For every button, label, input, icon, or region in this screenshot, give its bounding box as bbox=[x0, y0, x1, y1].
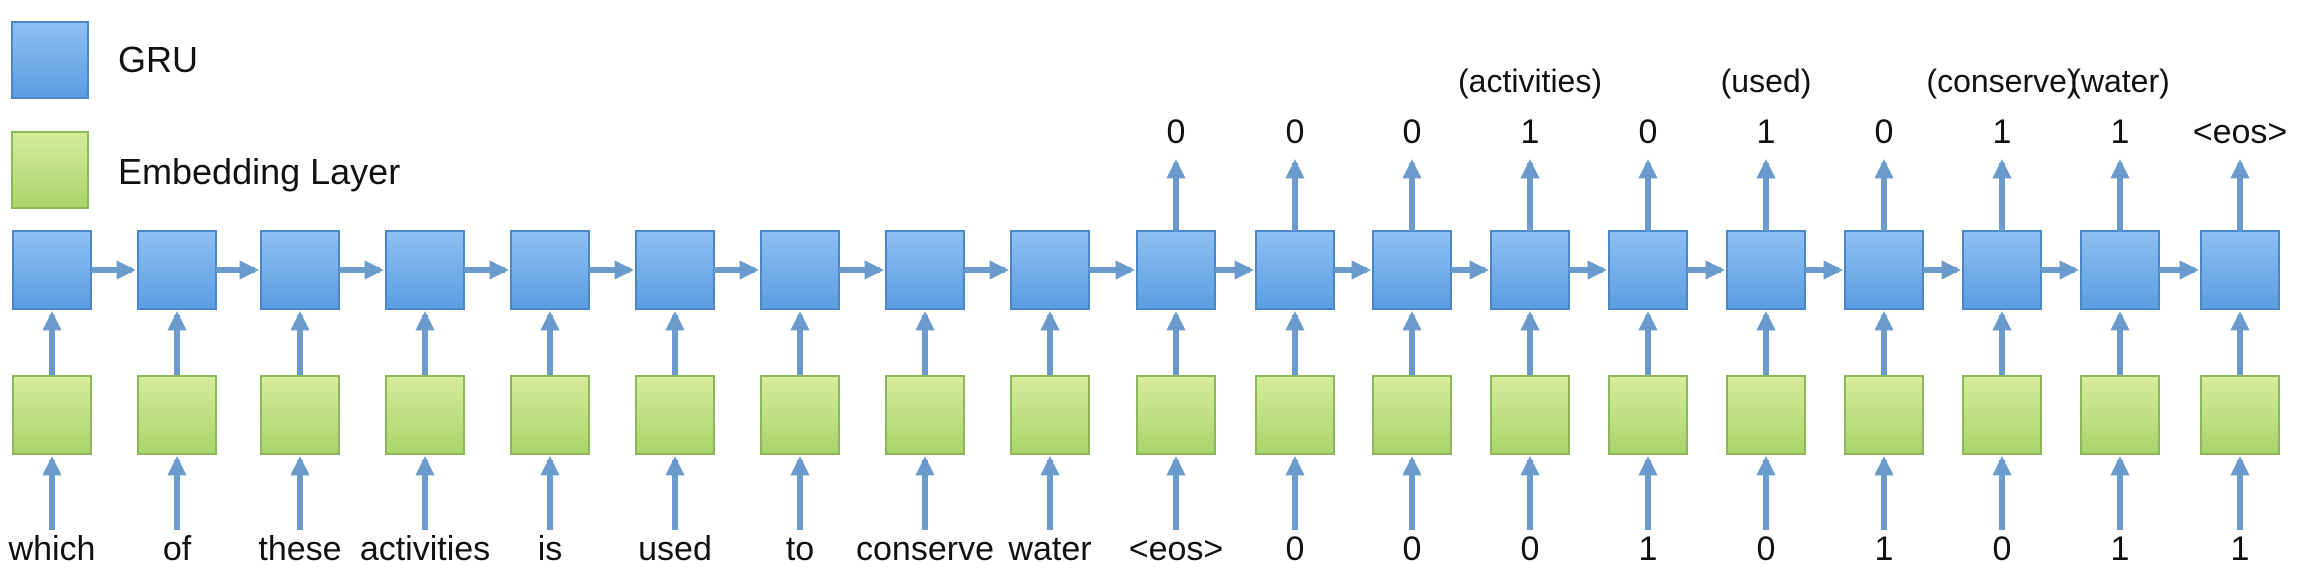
decoder-input-token: 0 bbox=[1757, 530, 1776, 568]
encoder-input-token: used bbox=[638, 530, 712, 568]
embedding-box bbox=[1608, 375, 1688, 455]
embedding-box bbox=[1844, 375, 1924, 455]
gru-box bbox=[1962, 230, 2042, 310]
embedding-box bbox=[1255, 375, 1335, 455]
decoder-output-token: 0 bbox=[1286, 113, 1305, 151]
decoder-output-token: 0 bbox=[1403, 113, 1422, 151]
gru-box bbox=[1136, 230, 1216, 310]
gru-box bbox=[1844, 230, 1924, 310]
output-annotation: (used) bbox=[1721, 63, 1812, 99]
gru-box bbox=[1255, 230, 1335, 310]
embedding-box bbox=[1726, 375, 1806, 455]
encoder-input-token: water bbox=[1007, 530, 1091, 568]
output-annotation: (activities) bbox=[1458, 63, 1602, 99]
embedding-box bbox=[1136, 375, 1216, 455]
decoder-output-token: 1 bbox=[1521, 113, 1540, 151]
embedding-box bbox=[760, 375, 840, 455]
encoder-input-token: which bbox=[8, 530, 96, 568]
encoder-input-token: conserve bbox=[856, 530, 994, 568]
decoder-output-token: 0 bbox=[1167, 113, 1186, 151]
gru-box bbox=[885, 230, 965, 310]
decoder-input-token: 0 bbox=[1993, 530, 2012, 568]
decoder-output-token: <eos> bbox=[2193, 113, 2288, 151]
decoder-input-token: 1 bbox=[1639, 530, 1658, 568]
decoder-output-token: 1 bbox=[2111, 113, 2130, 151]
embedding-box bbox=[260, 375, 340, 455]
embedding-box bbox=[385, 375, 465, 455]
embedding-box bbox=[635, 375, 715, 455]
legend: GRU Embedding Layer bbox=[11, 21, 400, 209]
legend-gru-label: GRU bbox=[118, 39, 198, 80]
decoder-input-token: 0 bbox=[1403, 530, 1422, 568]
gru-box bbox=[385, 230, 465, 310]
gru-box bbox=[260, 230, 340, 310]
encoder-input-token: activities bbox=[360, 530, 490, 568]
gru-box bbox=[1372, 230, 1452, 310]
gru-box bbox=[137, 230, 217, 310]
gru-box bbox=[1726, 230, 1806, 310]
legend-gru-swatch bbox=[11, 21, 89, 99]
decoder-output-token: 0 bbox=[1875, 113, 1894, 151]
decoder-input-token: 0 bbox=[1286, 530, 1305, 568]
legend-embedding-label: Embedding Layer bbox=[118, 151, 400, 192]
gru-box bbox=[1010, 230, 1090, 310]
decoder-input-token: 1 bbox=[2231, 530, 2250, 568]
embedding-box bbox=[137, 375, 217, 455]
gru-box bbox=[635, 230, 715, 310]
embedding-box bbox=[1010, 375, 1090, 455]
decoder-input-token: 0 bbox=[1521, 530, 1540, 568]
gru-box bbox=[1490, 230, 1570, 310]
gru-box bbox=[12, 230, 92, 310]
gru-box bbox=[2200, 230, 2280, 310]
decoder-output-token: 1 bbox=[1757, 113, 1776, 151]
output-annotation: (conserve) bbox=[1926, 63, 2077, 99]
decoder-output-token: 1 bbox=[1993, 113, 2012, 151]
gru-box bbox=[2080, 230, 2160, 310]
decoder-input-token: 1 bbox=[1875, 530, 1894, 568]
gru-box bbox=[1608, 230, 1688, 310]
embedding-box bbox=[510, 375, 590, 455]
encoder-input-token: of bbox=[163, 530, 192, 568]
embedding-box bbox=[1490, 375, 1570, 455]
decoder-output-token: 0 bbox=[1639, 113, 1658, 151]
decoder-input-token: 1 bbox=[2111, 530, 2130, 568]
embedding-box bbox=[1962, 375, 2042, 455]
legend-embedding-swatch bbox=[11, 131, 89, 209]
embedding-box bbox=[885, 375, 965, 455]
embedding-box bbox=[2200, 375, 2280, 455]
decoder-input-token: <eos> bbox=[1129, 530, 1224, 568]
encoder-input-token: to bbox=[786, 530, 814, 568]
gru-box bbox=[510, 230, 590, 310]
embedding-box bbox=[2080, 375, 2160, 455]
embedding-box bbox=[12, 375, 92, 455]
encoder-input-token: is bbox=[538, 530, 563, 568]
output-annotation: (water) bbox=[2070, 63, 2170, 99]
gru-box bbox=[760, 230, 840, 310]
encoder-input-token: these bbox=[258, 530, 341, 568]
network: which of these activities is used to conserve wa… bbox=[8, 63, 2288, 568]
embedding-box bbox=[1372, 375, 1452, 455]
